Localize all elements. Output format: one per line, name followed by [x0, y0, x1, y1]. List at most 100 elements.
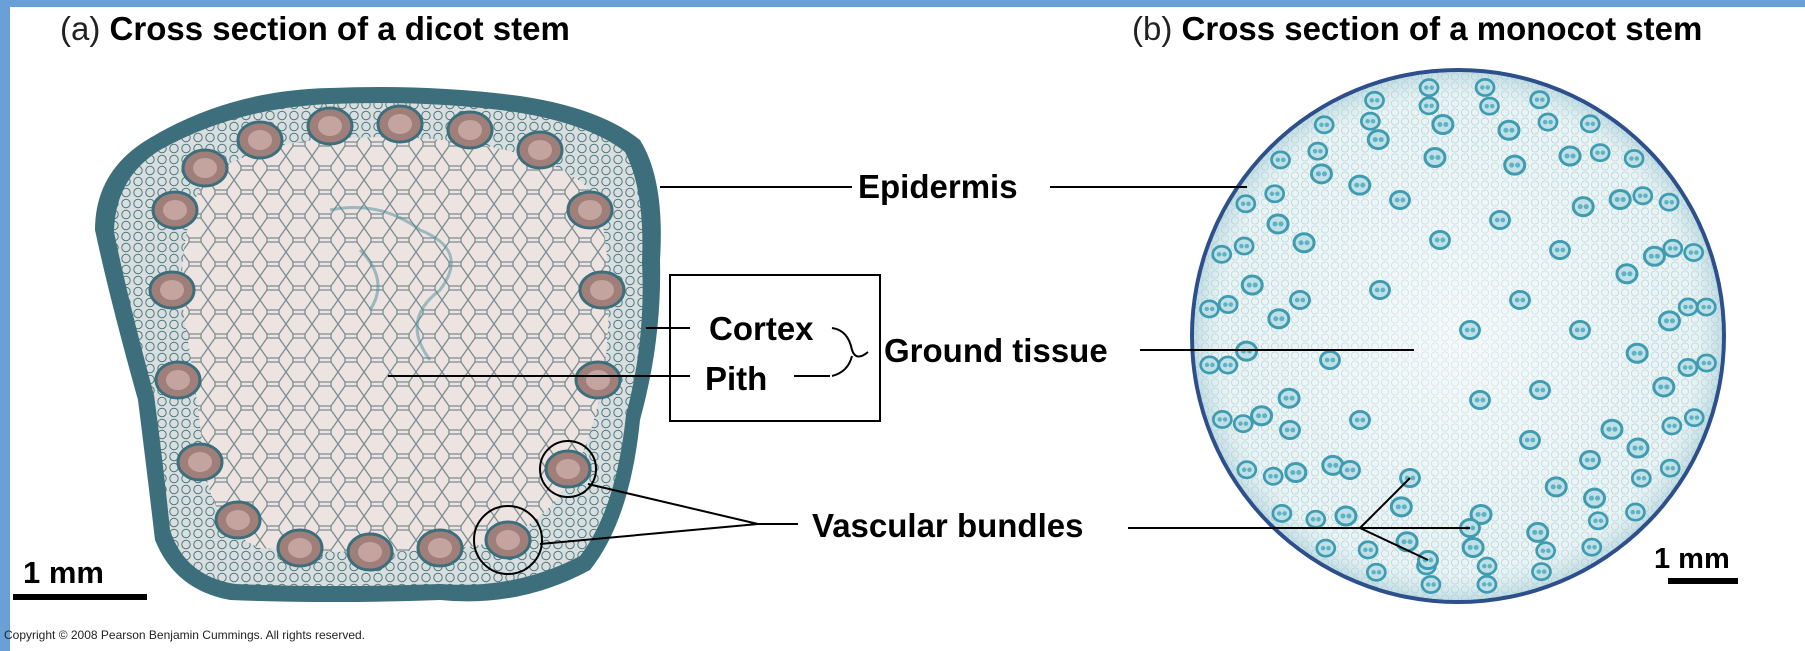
monocot-scale-bar [1668, 578, 1738, 584]
monocot-bundle [1266, 186, 1284, 202]
monocot-bundle [1433, 116, 1453, 134]
monocot-bundle [1583, 539, 1601, 555]
copyright-notice: Copyright © 2008 Pearson Benjamin Cummin… [4, 628, 365, 642]
cortex-pith-box [670, 275, 880, 421]
monocot-bundle [1341, 461, 1360, 478]
monocot-bundle [1551, 241, 1570, 258]
monocot-bundle [1420, 80, 1438, 96]
monocot-bundle [1531, 381, 1550, 398]
dicot-bundle [518, 132, 562, 168]
monocot-bundle [1685, 410, 1703, 426]
monocot-bundle [1521, 431, 1540, 448]
monocot-bundle [1311, 165, 1331, 183]
monocot-bundle [1286, 464, 1306, 482]
monocot-bundle [1539, 114, 1557, 130]
dicot-bundle [568, 192, 612, 228]
monocot-bundle [1420, 98, 1438, 114]
monocot-bundle [1371, 281, 1390, 298]
dicot-bundle [150, 272, 194, 308]
monocot-bundle [1663, 418, 1681, 434]
ground-tissue-brace [832, 328, 868, 376]
dicot-pith [182, 137, 609, 552]
monocot-bundle [1279, 389, 1299, 407]
monocot-bundle [1268, 215, 1288, 233]
monocot-bundle [1654, 378, 1674, 396]
monocot-bundle [1478, 558, 1496, 574]
monocot-bundle [1625, 150, 1643, 166]
monocot-bundle [1585, 489, 1605, 507]
dicot-scale-bar [13, 594, 147, 600]
monocot-bundle [1359, 542, 1377, 558]
monocot-bundle [1361, 113, 1379, 129]
monocot-bundle [1471, 391, 1490, 408]
monocot-bundle [1425, 148, 1445, 166]
monocot-bundle [1219, 296, 1237, 312]
dicot-bundle [448, 112, 492, 148]
monocot-bundle [1273, 505, 1291, 521]
monocot-bundle [1291, 291, 1310, 308]
monocot-bundle [1201, 357, 1219, 373]
monocot-bundle [1238, 462, 1256, 478]
label-ground-tissue: Ground tissue [884, 332, 1108, 369]
monocot-bundle [1397, 533, 1417, 551]
monocot-bundle [1478, 576, 1496, 592]
monocot-bundle [1213, 246, 1231, 262]
monocot-bundle [1366, 92, 1384, 108]
dicot-bundle [183, 150, 227, 186]
monocot-bundle [1697, 299, 1715, 315]
monocot-bundle [1571, 321, 1590, 338]
dicot-bundle [576, 362, 620, 398]
dicot-bundle [418, 530, 462, 566]
monocot-bundle [1476, 79, 1494, 95]
monocot-bundle [1659, 312, 1679, 330]
monocot-bundle [1281, 421, 1300, 438]
monocot-bundle [1317, 540, 1335, 556]
monocot-bundle [1511, 291, 1530, 308]
monocot-bundle [1307, 511, 1325, 527]
dicot-scale-label: 1 mm [23, 555, 104, 590]
monocot-bundle [1481, 98, 1499, 114]
monocot-bundle [1634, 188, 1652, 204]
monocot-bundle [1491, 211, 1510, 228]
dicot-bundle [580, 272, 624, 308]
dicot-bundle [156, 362, 200, 398]
monocot-bundle [1315, 117, 1333, 133]
monocot-bundle [1632, 470, 1650, 486]
monocot-bundle [1532, 564, 1550, 580]
monocot-bundle [1537, 543, 1555, 559]
label-epidermis: Epidermis [858, 168, 1018, 205]
dicot-bundle [348, 534, 392, 570]
monocot-bundle [1309, 143, 1327, 159]
label-vascular-bundles: Vascular bundles [812, 507, 1083, 544]
monocot-bundle [1528, 523, 1548, 541]
monocot-bundle [1610, 190, 1630, 208]
monocot-bundle [1664, 240, 1682, 256]
dicot-bundle [238, 122, 282, 158]
monocot-bundle [1499, 121, 1519, 139]
monocot-bundle [1679, 359, 1697, 375]
dicot-bundle [486, 522, 530, 558]
monocot-bundle [1660, 194, 1678, 210]
monocot-bundle [1272, 152, 1290, 168]
monocot-shading [1194, 72, 1722, 600]
monocot-bundle [1627, 344, 1647, 362]
monocot-stem-section: 1 mm [1190, 68, 1738, 604]
label-cortex: Cortex [709, 310, 814, 347]
monocot-bundle [1589, 513, 1607, 529]
monocot-bundle [1628, 439, 1648, 457]
monocot-bundle [1581, 116, 1599, 132]
monocot-bundle [1685, 244, 1703, 260]
monocot-bundle [1242, 276, 1262, 294]
dicot-bundle [378, 106, 422, 142]
monocot-bundle [1698, 355, 1716, 371]
monocot-bundle [1237, 196, 1255, 212]
monocot-bundle [1234, 416, 1252, 432]
monocot-bundle [1391, 191, 1410, 208]
dicot-bundle [216, 502, 260, 538]
dicot-bundle [546, 451, 590, 487]
monocot-bundle [1200, 301, 1218, 317]
monocot-bundle [1591, 145, 1609, 161]
monocot-bundle [1422, 576, 1440, 592]
dicot-stem-section: 1 mm [13, 87, 661, 602]
